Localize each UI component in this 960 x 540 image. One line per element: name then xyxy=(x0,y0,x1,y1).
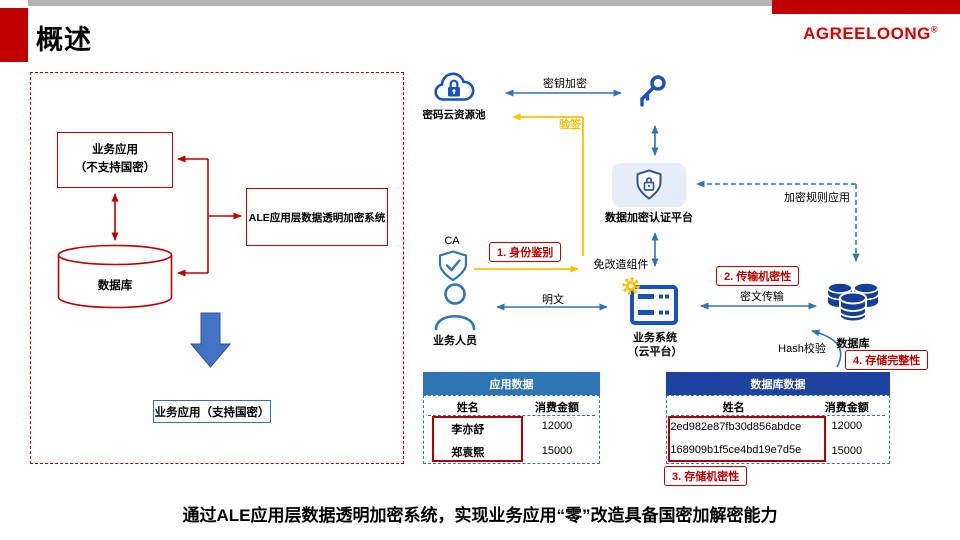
system-label-line2: （云平台） xyxy=(627,346,683,358)
person-icon xyxy=(434,283,476,331)
db-col-name: 姓名 xyxy=(722,402,745,414)
app-no-gm-box: 业务应用 （不支持国密） xyxy=(57,132,173,188)
db-col-amount: 消费金额 xyxy=(824,402,869,414)
gear-icon xyxy=(622,277,640,295)
encrypt-platform-box xyxy=(612,163,686,207)
registered-mark: ® xyxy=(930,24,938,35)
app-row2-name: 郑袁熙 xyxy=(451,447,485,459)
ale-system-label: ALE应用层数据透明加密系统 xyxy=(248,211,386,224)
app-gm-label: 业务应用（支持国密） xyxy=(154,406,270,419)
top-bar-gray xyxy=(28,0,772,6)
top-bar-red xyxy=(772,0,960,14)
no-mod-component-label: 免改造组件 xyxy=(593,259,649,271)
app-col-name: 姓名 xyxy=(456,402,479,414)
ciphertext-label: 密文传输 xyxy=(740,291,784,303)
app-no-gm-line2: （不支持国密） xyxy=(74,162,156,174)
key-encrypt-label: 密钥加密 xyxy=(543,78,587,90)
key-icon xyxy=(640,75,666,107)
app-data-table: 应用数据 姓名 消费金额 李亦舒 12000 郑袁熙 15000 xyxy=(423,372,600,464)
app-gm-box: 业务应用（支持国密） xyxy=(153,400,271,423)
brand-logo: AGREELOONG® xyxy=(803,24,938,44)
db-row2-name: 168909b1f5ce4bd19e7d5e xyxy=(670,444,802,456)
app-names-highlight-box xyxy=(432,416,523,462)
database-cluster-icon xyxy=(827,282,879,323)
title-accent-block xyxy=(0,8,28,62)
database-cylinder-icon xyxy=(57,244,173,309)
app-table-title: 应用数据 xyxy=(423,372,600,395)
badge-storage: 3. 存储机密性 xyxy=(664,466,748,486)
right-database-label: 数据库 xyxy=(836,338,870,350)
hash-check-label: Hash校验 xyxy=(778,343,826,355)
verify-sign-label: 验签 xyxy=(559,119,581,131)
shield-lock-icon xyxy=(636,169,662,200)
slide-caption: 通过ALE应用层数据透明加密系统，实现业务应用“零”改造具备国密加解密能力 xyxy=(182,506,778,525)
db-row1-name: 2ed982e87fb30d856abdce xyxy=(670,421,802,433)
db-data-table: 数据库数据 姓名 消费金额 2ed982e87fb30d856abdce 120… xyxy=(666,372,890,464)
db-table-body: 姓名 消费金额 2ed982e87fb30d856abdce 12000 168… xyxy=(666,395,890,464)
cloud-lock-icon xyxy=(434,72,475,101)
platform-label: 数据加密认证平台 xyxy=(605,212,693,224)
person-label: 业务人员 xyxy=(433,335,477,347)
cloud-pool-label: 密码云资源池 xyxy=(422,109,486,121)
app-table-separator xyxy=(428,415,595,416)
badge-identity: 1. 身份鉴别 xyxy=(489,242,562,262)
app-row2-amount: 15000 xyxy=(541,445,573,457)
badge-integrity: 4. 存储完整性 xyxy=(845,350,929,370)
system-label-line1: 业务系统 xyxy=(633,332,677,344)
db-hashes-highlight-box xyxy=(668,416,826,462)
plaintext-label: 明文 xyxy=(542,294,564,306)
encrypt-rule-label: 加密规则应用 xyxy=(784,192,850,204)
app-col-amount: 消费金额 xyxy=(535,402,579,414)
app-row1-name: 李亦舒 xyxy=(451,424,485,436)
db-table-title: 数据库数据 xyxy=(666,372,890,395)
brand-logo-text: AGREELOONG xyxy=(803,24,931,43)
page-title: 概述 xyxy=(36,25,92,55)
left-flow-panel xyxy=(30,72,404,464)
app-row1-amount: 12000 xyxy=(541,420,573,432)
ca-label: CA xyxy=(444,235,460,247)
app-no-gm-line1: 业务应用 xyxy=(92,144,138,157)
server-icon xyxy=(630,285,678,325)
db-table-separator xyxy=(671,415,885,416)
db-row2-amount: 15000 xyxy=(831,445,863,457)
db-row1-amount: 12000 xyxy=(831,420,863,432)
app-table-body: 姓名 消费金额 李亦舒 12000 郑袁熙 15000 xyxy=(423,395,600,464)
ale-system-box: ALE应用层数据透明加密系统 xyxy=(246,188,388,246)
ca-shield-icon xyxy=(438,250,468,282)
badge-transport: 2. 传输机密性 xyxy=(716,266,800,286)
database-label: 数据库 xyxy=(97,280,133,292)
